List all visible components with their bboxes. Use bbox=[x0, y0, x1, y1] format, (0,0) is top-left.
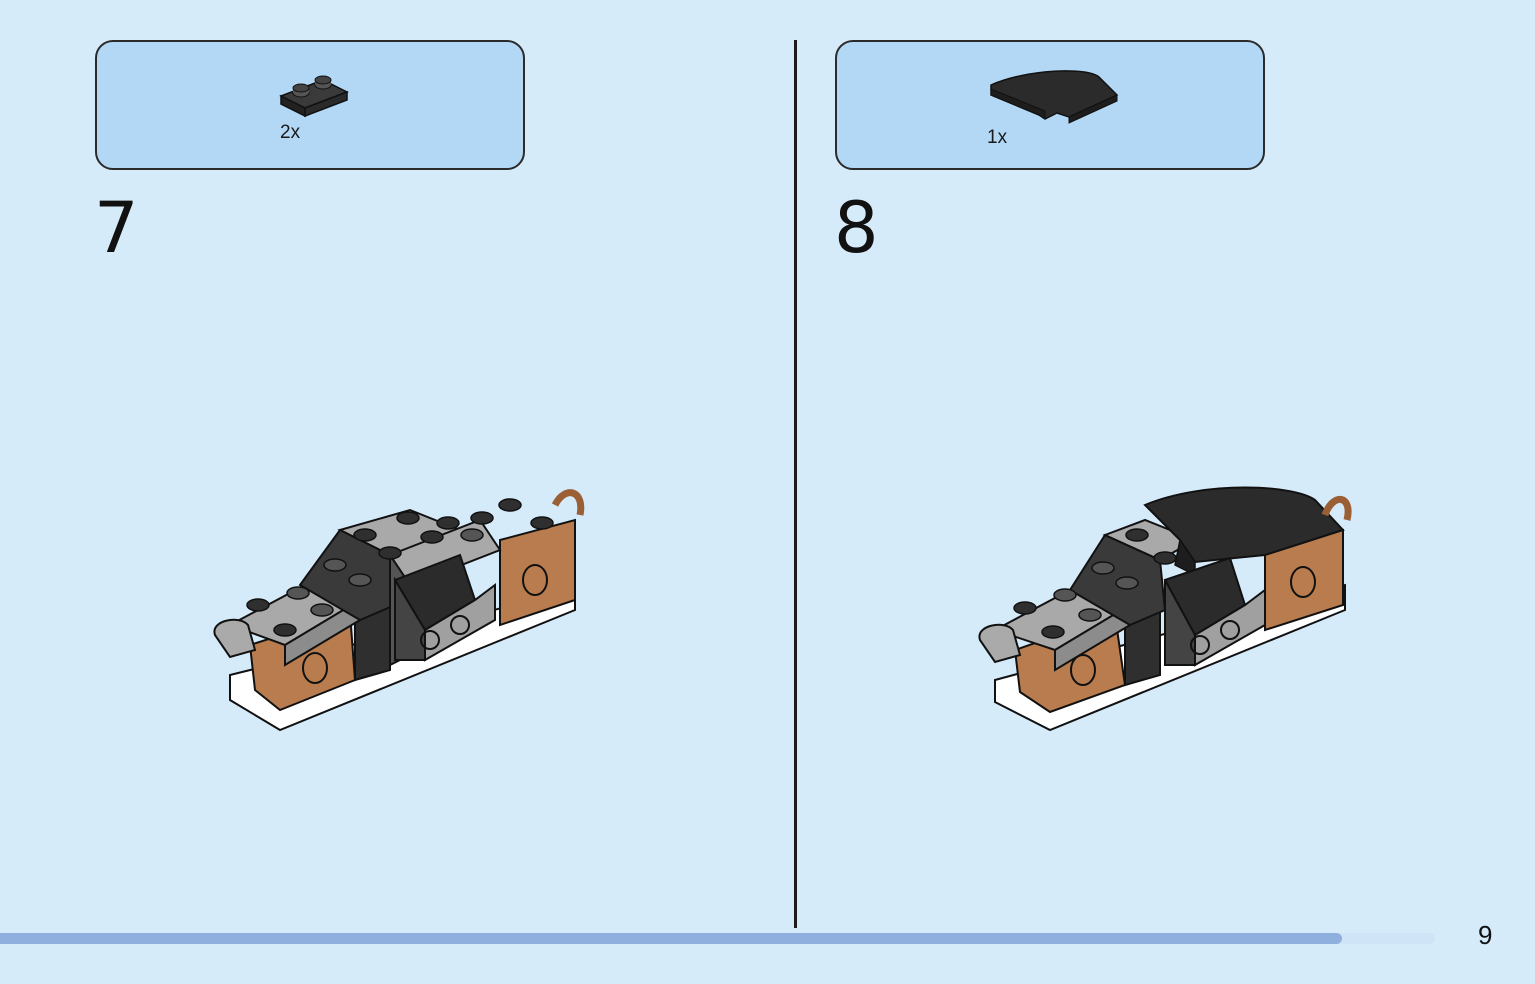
part-quantity: 1x bbox=[987, 127, 1008, 148]
step-number-7: 7 bbox=[94, 187, 139, 269]
progress-bar-fill bbox=[0, 933, 1342, 944]
progress-bar bbox=[0, 933, 1435, 944]
step-8-parts-callout: 1x bbox=[835, 40, 1265, 170]
page-number: 9 bbox=[1478, 920, 1493, 950]
step-number-8: 8 bbox=[834, 187, 879, 269]
black-plate-1x2-icon bbox=[279, 75, 349, 118]
part-quantity: 2x bbox=[280, 122, 301, 143]
step-7-parts-callout: 2x bbox=[95, 40, 525, 170]
black-curved-slope-icon bbox=[990, 70, 1119, 124]
step-7-model-illustration bbox=[213, 489, 585, 732]
step-8-model-illustration bbox=[978, 486, 1352, 732]
page-divider bbox=[794, 40, 797, 928]
